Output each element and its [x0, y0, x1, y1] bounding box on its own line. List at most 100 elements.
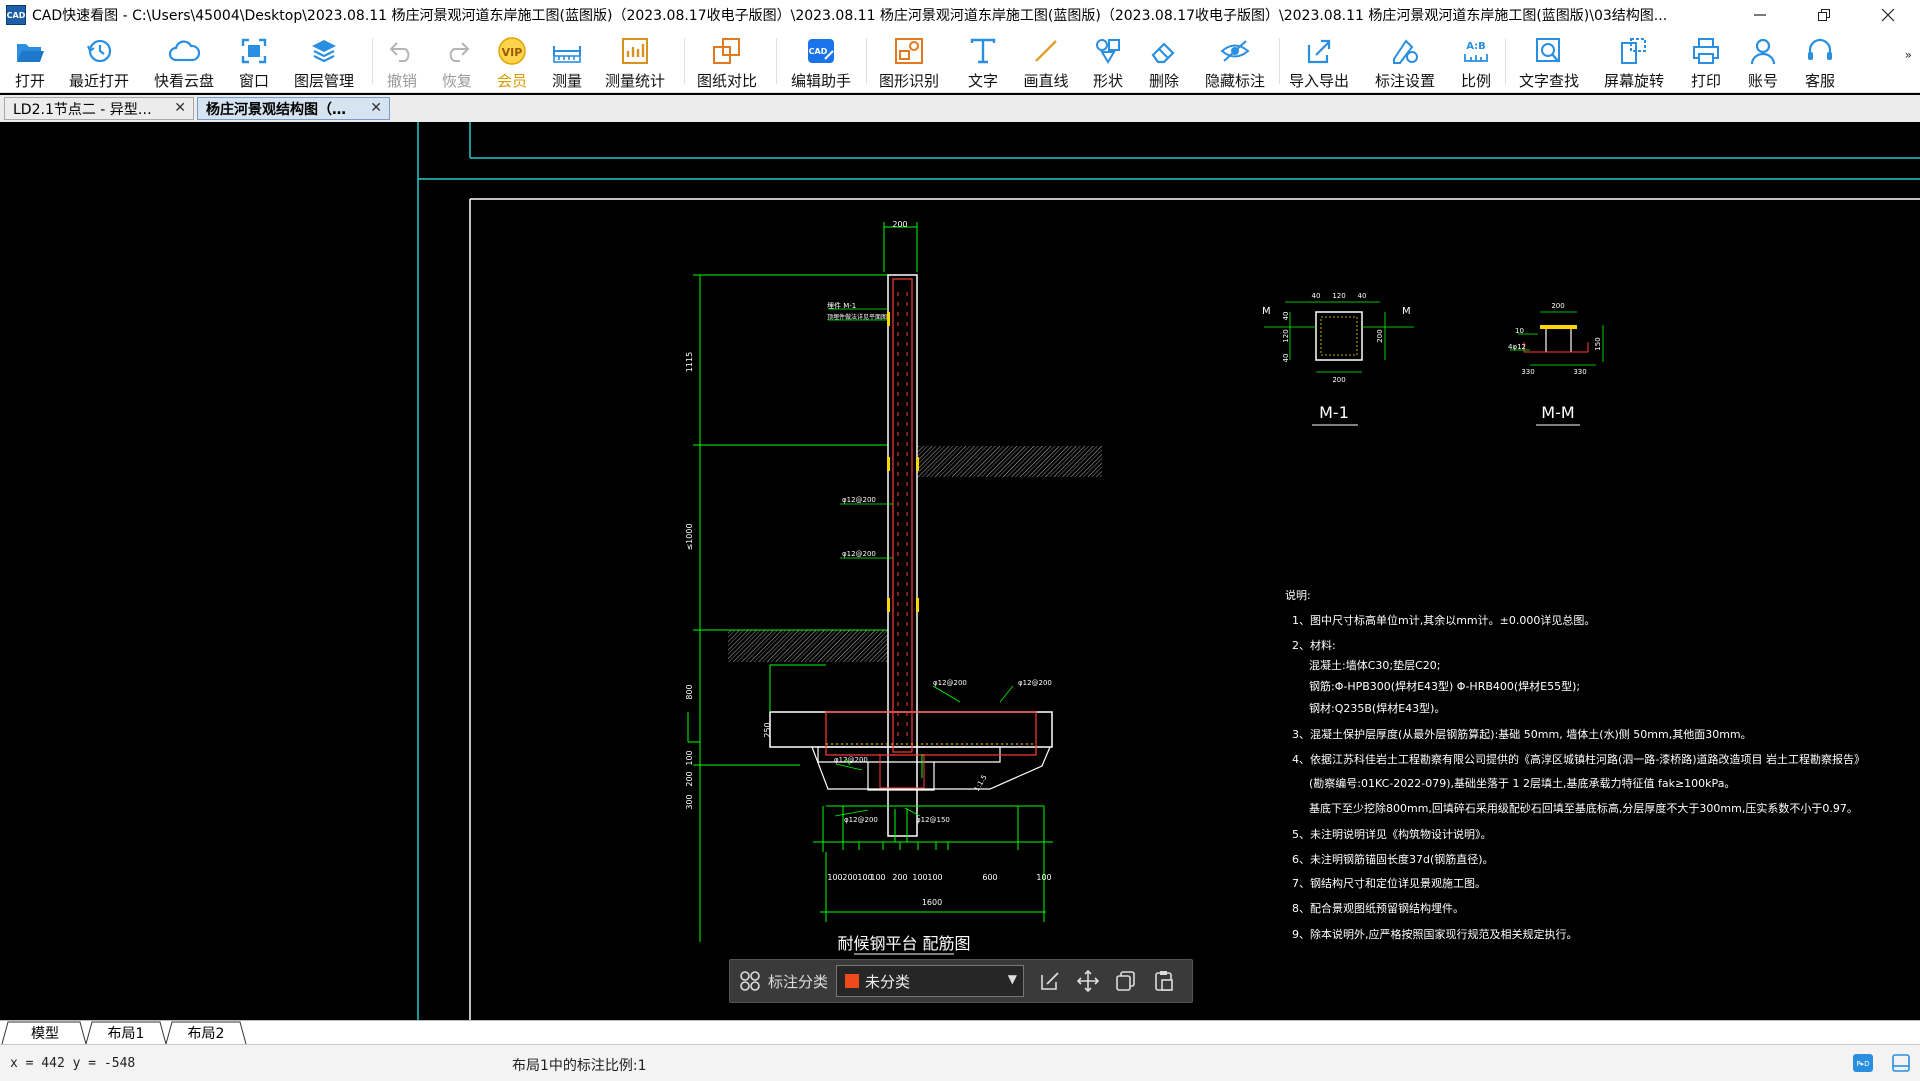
mm-dim-b1: 330 — [1521, 368, 1534, 376]
annotation-settings-icon — [1388, 34, 1422, 68]
svg-text:A:B: A:B — [1466, 41, 1486, 52]
note-line: 8、配合景观图纸预留钢结构埋件。 — [1292, 901, 1464, 915]
app-logo-icon: CAD — [6, 5, 26, 25]
rotate-screen-button[interactable]: 屏幕旋转 — [1601, 30, 1667, 92]
paste-annotation-button[interactable] — [1150, 967, 1178, 995]
layers-icon — [307, 34, 341, 68]
text-search-button[interactable]: 文字查找 — [1516, 30, 1582, 92]
detail-mm: 200 150 10 4φ12 330 330 M-M — [1508, 302, 1604, 426]
shape-recognition-button[interactable]: 图形识别 — [876, 30, 942, 92]
text-button[interactable]: 文字 — [963, 30, 1003, 92]
annotation-category-select[interactable]: 未分类 ▼ — [836, 965, 1025, 997]
paste-icon — [1155, 971, 1173, 991]
restore-button[interactable] — [1792, 0, 1856, 30]
layout-tab-layout2[interactable]: 布局2 — [187, 1025, 225, 1042]
print-button[interactable]: 打印 — [1688, 30, 1724, 92]
customer-service-button[interactable]: 客服 — [1802, 30, 1838, 92]
close-window-button[interactable] — [1856, 0, 1920, 30]
drawing-compare-button[interactable]: 图纸对比 — [695, 30, 759, 92]
account-button[interactable]: 账号 — [1745, 30, 1781, 92]
note-line: 基底下至少挖除800mm,回填碎石采用级配砂石回填至基底标高,分层厚度不大于30… — [1309, 801, 1858, 815]
pdf-convert-button[interactable]: P▸D — [1852, 1053, 1874, 1073]
close-icon[interactable]: ✕ — [370, 100, 382, 116]
drawing-canvas[interactable]: 200 1115 ≤1000 800 250 100 200 300 100 2… — [0, 122, 1920, 1020]
copy-annotation-button[interactable] — [1112, 967, 1140, 995]
annotation-category-label: 标注分类 — [768, 972, 829, 991]
edit-annotation-button[interactable] — [1036, 967, 1064, 995]
note-line: 6、未注明钢筋锚固长度37d(钢筋直径)。 — [1292, 852, 1494, 866]
dim-bottom: 600 — [982, 873, 997, 882]
recent-open-button[interactable]: 最近打开 — [66, 30, 132, 92]
cloud-disk-button[interactable]: 快看云盘 — [152, 30, 216, 92]
vip-button[interactable]: VIP 会员 — [492, 30, 532, 92]
rebar-label: φ12@200 — [933, 679, 967, 687]
redo-button[interactable]: 恢复 — [437, 30, 477, 92]
move-annotation-button[interactable] — [1074, 967, 1102, 995]
note-line: 2、材料: — [1292, 638, 1336, 652]
note-line: 5、未注明说明详见《构筑物设计说明》。 — [1292, 827, 1492, 841]
panel-toggle-button[interactable] — [1890, 1053, 1912, 1073]
close-icon[interactable]: ✕ — [174, 100, 186, 116]
annotation-settings-button[interactable]: 标注设置 — [1372, 30, 1438, 92]
vip-icon: VIP — [495, 34, 529, 68]
dim-left-100: 100 — [685, 750, 694, 765]
tab-ld2-node[interactable]: LD2.1节点二 - 异型… ✕ — [4, 97, 194, 120]
m1-title: M-1 — [1319, 403, 1349, 422]
svg-text:CAD: CAD — [809, 47, 828, 56]
category-color-swatch — [845, 974, 860, 988]
move-icon — [1077, 970, 1100, 992]
rotate-screen-icon — [1617, 34, 1651, 68]
shapes-button[interactable]: 形状 — [1090, 30, 1126, 92]
status-bar: x = 442 y = -548 布局1中的标注比例:1 P▸D — [0, 1044, 1920, 1081]
user-icon — [1746, 34, 1780, 68]
headset-icon — [1803, 34, 1837, 68]
delete-button[interactable]: 删除 — [1146, 30, 1182, 92]
measure-stats-button[interactable]: 测量统计 — [603, 30, 667, 92]
drawing-title: 耐候钢平台 配筋图 — [837, 934, 970, 953]
m1-dim-right: 200 — [1376, 329, 1384, 342]
layout-tab-model[interactable]: 模型 — [31, 1025, 59, 1042]
draw-line-button[interactable]: 画直线 — [1021, 30, 1071, 92]
m1-dim-bottom: 200 — [1332, 376, 1345, 384]
scale-button[interactable]: A:B 比例 — [1458, 30, 1494, 92]
layer-manager-button[interactable]: 图层管理 — [292, 30, 356, 92]
layout-tab-bar: 模型 布局1 布局2 — [0, 1020, 1920, 1045]
m1-dim-top: 120 — [1332, 292, 1345, 300]
category-selected-value: 未分类 — [865, 972, 911, 991]
annotation-category-bar: 标注分类 未分类 ▼ — [729, 959, 1193, 1003]
note-line: 钢筋:Φ-HPB300(焊材E43型) Φ-HRB400(焊材E55型); — [1309, 679, 1580, 693]
import-export-button[interactable]: 导入导出 — [1286, 30, 1352, 92]
minimize-button[interactable] — [1728, 0, 1792, 30]
annotation-scale-text: 布局1中的标注比例:1 — [512, 1058, 647, 1074]
tab-structure-drawing[interactable]: 杨庄河景观结构图（… ✕ — [197, 97, 390, 120]
layout-tab-layout1[interactable]: 布局1 — [107, 1025, 145, 1042]
dim-left-lower: 800 — [685, 684, 694, 699]
ground-hatch — [728, 446, 1102, 662]
mm-label-b: 4φ12 — [1508, 343, 1526, 351]
m1-dim-top: 40 — [1358, 292, 1367, 300]
history-icon — [82, 34, 116, 68]
window-button[interactable]: 窗口 — [236, 30, 272, 92]
panel-icon — [1892, 1054, 1910, 1072]
text-icon — [966, 34, 1000, 68]
edit-assistant-button[interactable]: CAD 编辑助手 — [786, 30, 856, 92]
grid-menu-icon[interactable] — [736, 967, 764, 995]
measure-button[interactable]: 测量 — [547, 30, 587, 92]
rebar-label: φ12@200 — [1018, 679, 1052, 687]
copy-icon — [1116, 971, 1135, 991]
toolbar-separator — [1505, 38, 1506, 84]
undo-button[interactable]: 撤销 — [382, 30, 422, 92]
open-button[interactable]: 打开 — [10, 30, 50, 92]
redo-icon — [440, 34, 474, 68]
dim-left-200: 200 — [685, 771, 694, 786]
hide-annotation-button[interactable]: 隐藏标注 — [1202, 30, 1268, 92]
notes-heading: 说明: — [1285, 588, 1311, 602]
dim-bottom: 100 — [1036, 873, 1051, 882]
window-icon — [237, 34, 271, 68]
toolbar-more-icon[interactable]: » — [1904, 48, 1912, 62]
note-line: 9、除本说明外,应严格按照国家现行规范及相关规定执行。 — [1292, 927, 1578, 941]
close-icon — [1881, 8, 1895, 22]
note-line: 1、图中尺寸标高单位m计,其余以mm计。±0.000详见总图。 — [1292, 613, 1595, 627]
restore-icon — [1818, 9, 1830, 21]
embed-label-2: 顶埋件做法详见平面图 — [827, 313, 887, 321]
